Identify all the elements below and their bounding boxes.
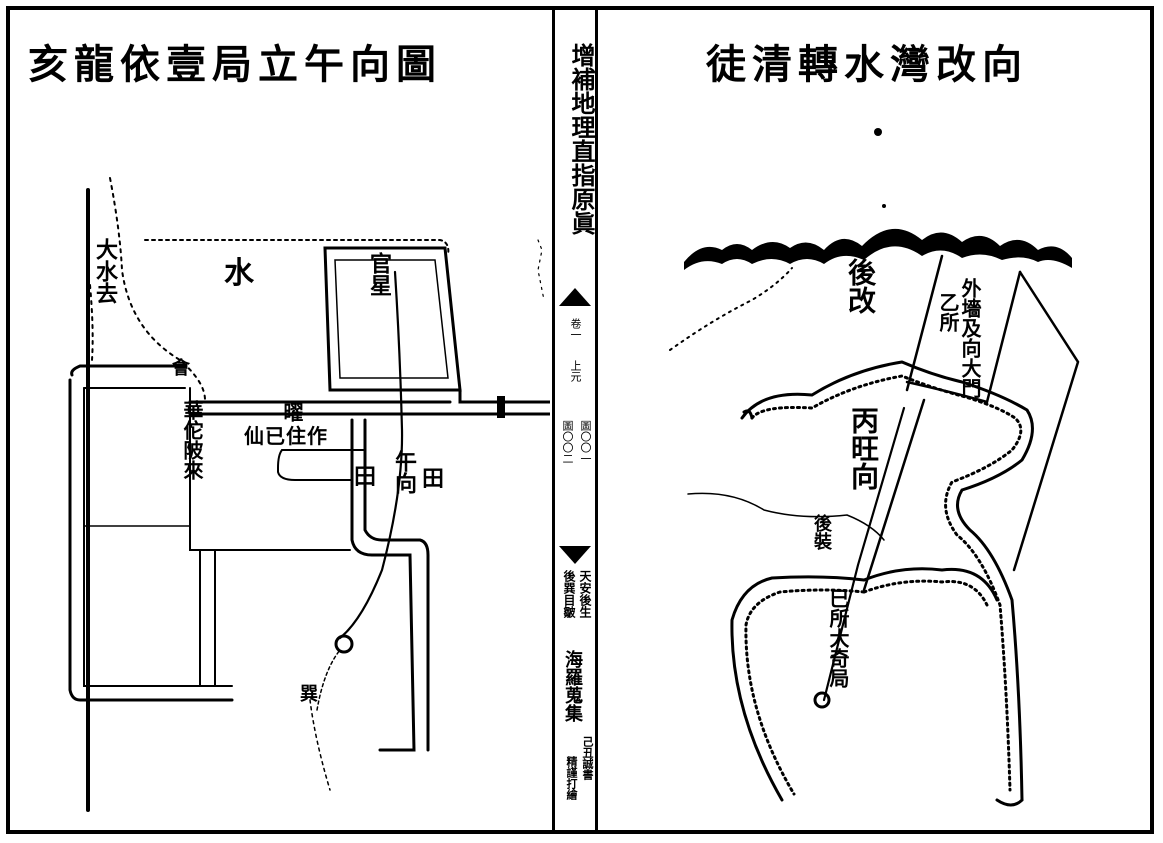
label-hall: 官星 bbox=[366, 252, 392, 296]
chapter-label: 卷一 bbox=[569, 318, 582, 340]
page-number-a: 圖〇〇一 bbox=[579, 420, 592, 464]
label-shaki: 曜 bbox=[280, 402, 304, 422]
left-map-title: 亥龍依壹局立午向圖 bbox=[28, 41, 442, 88]
left-map: 亥龍依壹局立午向圖 水 大水去 官星 會 曜 仙已住作 午向 田 田 華佗陂來 … bbox=[10, 10, 550, 834]
publisher-col-1: 天安後生 bbox=[578, 570, 592, 618]
label-big-water: 大水去 bbox=[92, 238, 118, 304]
label-ju: 巽 bbox=[300, 684, 318, 705]
label-river: 華佗陂來 bbox=[180, 400, 204, 480]
publisher-col-3: 海羅蒐集 bbox=[562, 650, 583, 722]
label-field-right: 田 bbox=[422, 466, 445, 492]
page-number-b: 圖〇〇二 bbox=[561, 420, 574, 464]
publisher-col-2: 後巽目皺 bbox=[562, 570, 576, 618]
publisher-block: 天安後生 後巽目皺 海羅蒐集 己丑誠書 精謹打繪 bbox=[555, 566, 595, 834]
fish-tail-top bbox=[559, 288, 591, 306]
publisher-col-4: 己丑誠書 bbox=[581, 736, 594, 780]
label-old-site: 仙已住作 bbox=[244, 424, 328, 448]
publisher-col-5: 精謹打繪 bbox=[565, 756, 578, 800]
label-later-setup: 後裝 bbox=[811, 514, 832, 550]
label-noon-facing: 午向 bbox=[391, 450, 417, 494]
chapter-block: 卷一 上元 圖〇〇一 圖〇〇二 bbox=[555, 310, 595, 546]
label-large-place: 巳所大奇局 bbox=[826, 588, 850, 688]
label-outer-wall: 外墻及向大門 bbox=[958, 278, 982, 398]
label-later-change: 後改 bbox=[844, 258, 877, 314]
right-map-title: 徒清轉水灣改向 bbox=[706, 41, 1028, 88]
page-border bbox=[6, 6, 1154, 834]
book-spine: 增補地理直指原眞 卷一 上元 圖〇〇一 圖〇〇二 天安後生 後巽目皺 海羅蒐集 … bbox=[552, 10, 598, 834]
label-water: 水 bbox=[224, 256, 254, 291]
fish-tail-bottom bbox=[559, 546, 591, 564]
label-field-left: 田 bbox=[354, 464, 377, 490]
label-facing: 丙旺向 bbox=[847, 406, 880, 490]
label-meets: 會 bbox=[169, 358, 190, 376]
right-map-drawing bbox=[669, 128, 1080, 807]
right-map: 徒清轉水灣改向 後改 外墻及向大門 乙所 丙旺向 後裝 巳所大奇局 bbox=[602, 10, 1150, 834]
section-label: 上元 bbox=[569, 360, 582, 382]
book-title: 增補地理直指原眞 bbox=[567, 43, 596, 235]
label-yi: 乙所 bbox=[936, 292, 960, 332]
left-map-drawing bbox=[68, 177, 550, 812]
